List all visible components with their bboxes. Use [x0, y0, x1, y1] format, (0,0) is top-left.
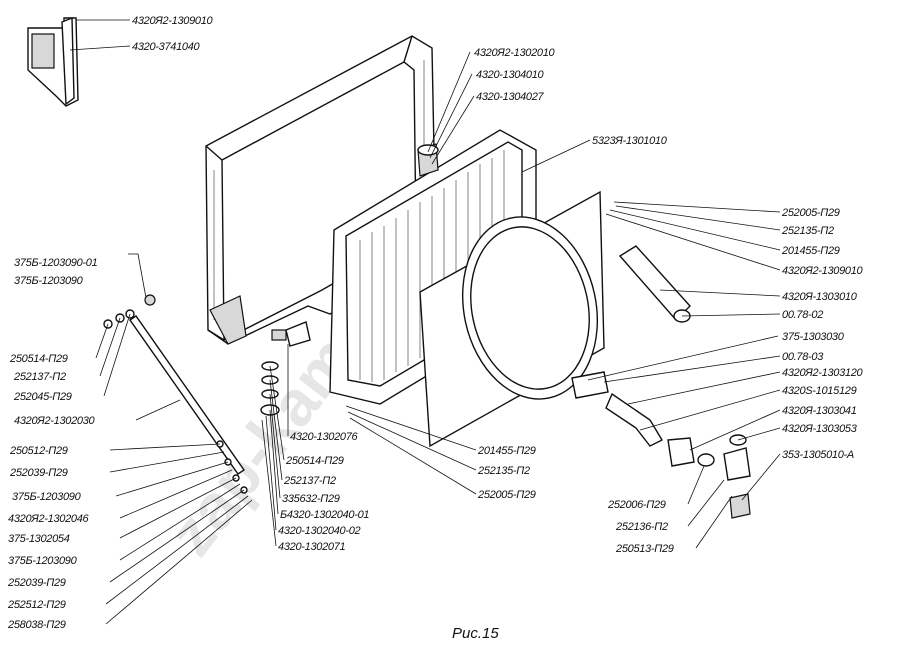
part-number-label: 250514-П29 [285, 455, 344, 467]
part-number-label: 4320Я2-1309010 [132, 15, 214, 27]
part-number-label: 252005-П29 [477, 489, 536, 501]
part-number-label: 201455-П29 [477, 445, 536, 457]
part-number-label: 375-1302054 [8, 533, 70, 545]
part-number-label: 4320Я2-1302046 [8, 513, 90, 525]
part-number-label: 250514-П29 [9, 353, 68, 365]
part-number-label: 375Б-1203090 [8, 555, 78, 567]
lower-pipe-part [571, 371, 751, 519]
part-number-label: 4320-3741040 [132, 41, 201, 53]
fan-shroud-part [419, 190, 605, 448]
part-number-label: 4320-1302040-02 [278, 525, 361, 537]
part-number-label: 4320Я2-1302030 [14, 415, 96, 427]
part-number-label: 4320Я-1303041 [782, 405, 857, 417]
part-number-label: 353-1305010-А [782, 449, 854, 461]
part-number-label: 4320Я-1303053 [782, 423, 858, 435]
part-number-label: 375Б-1203090 [14, 275, 84, 287]
part-number-label: 375Б-1203090 [12, 491, 82, 503]
part-number-label: 252137-П2 [283, 475, 336, 487]
part-number-label: 4320S-1015129 [782, 385, 857, 397]
part-number-label: 4320-1304027 [476, 91, 545, 103]
part-number-label: 252006-П29 [607, 499, 666, 511]
part-number-label: Б4320-1302040-01 [280, 509, 369, 521]
part-number-label: 4320-1302076 [290, 431, 359, 443]
part-number-label: 250513-П29 [615, 543, 674, 555]
part-number-label: 335632-П29 [282, 493, 340, 505]
part-number-label: 252005-П29 [781, 207, 840, 219]
part-number-label: 375-1303030 [782, 331, 845, 343]
part-number-label: 201455-П29 [781, 245, 840, 257]
part-number-label: 4320-1302071 [278, 541, 346, 553]
leader-lines [69, 19, 781, 625]
part-labels: 4320Я2-1309010 4320-3741040 4320Я2-13020… [7, 15, 864, 631]
part-number-label: 252039-П29 [7, 577, 66, 589]
bracket-part [27, 16, 79, 107]
part-number-label: 00.78-03 [782, 351, 824, 363]
part-number-label: 4320Я2-1303120 [782, 367, 864, 379]
part-number-label: 252135-П2 [477, 465, 530, 477]
part-number-label: 258038-П29 [7, 619, 66, 631]
part-number-label: 252135-П2 [781, 225, 834, 237]
part-number-label: 252136-П2 [615, 521, 668, 533]
figure-caption: Рис.15 [452, 625, 499, 642]
part-number-label: 252045-П29 [13, 391, 72, 403]
part-number-label: 5323Я-1301010 [592, 135, 668, 147]
upper-hose-part [618, 245, 691, 323]
part-number-label: 4320Я2-1309010 [782, 265, 864, 277]
part-number-label: 252137-П2 [13, 371, 66, 383]
part-number-label: 250512-П29 [9, 445, 68, 457]
part-number-label: 375Б-1203090-01 [14, 257, 98, 269]
part-number-label: 252512-П29 [7, 599, 66, 611]
part-number-label: 4320Я2-1302010 [474, 47, 556, 59]
part-number-label: 4320Я-1303010 [782, 291, 858, 303]
part-number-label: 252039-П29 [9, 467, 68, 479]
part-number-label: 00.78-02 [782, 309, 823, 321]
part-number-label: 4320-1304010 [476, 69, 545, 81]
